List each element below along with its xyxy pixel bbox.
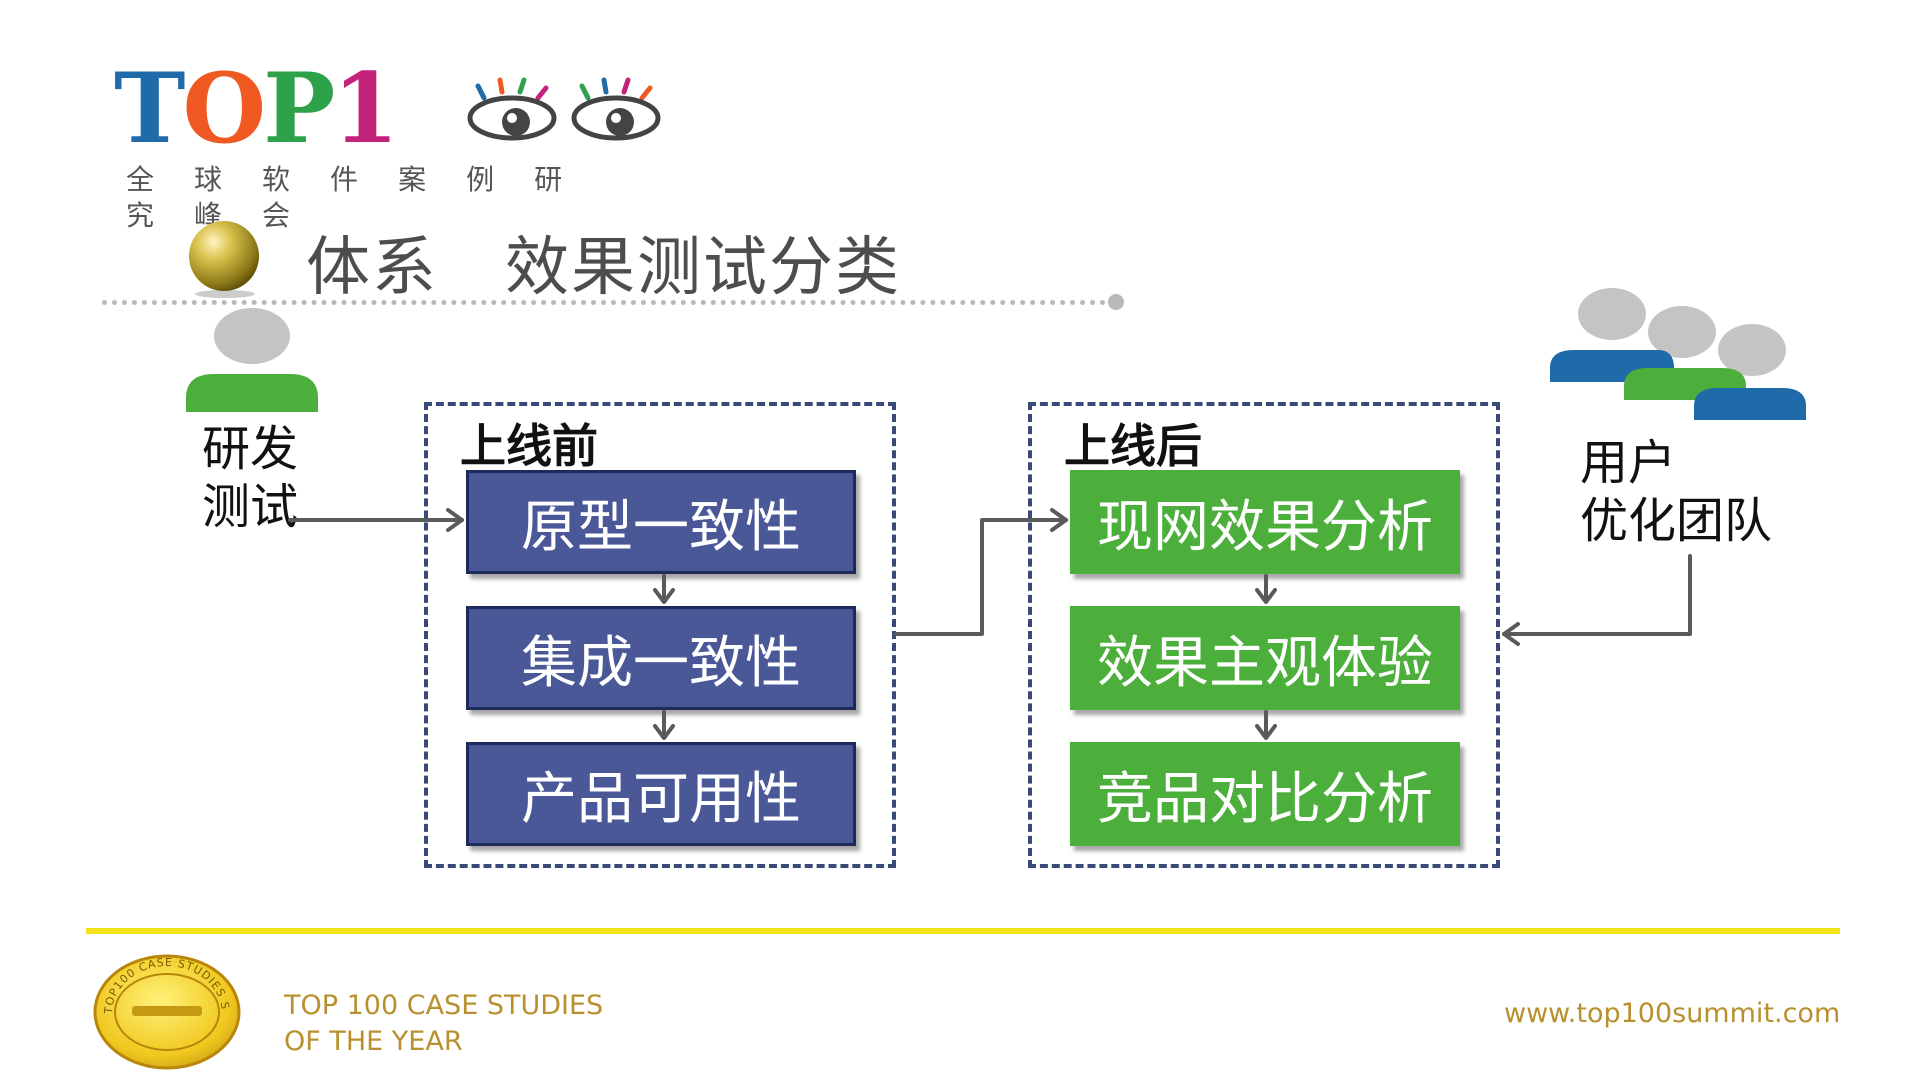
user-team-label-line1: 用户 <box>1580 435 1677 491</box>
user-team-label-line2: 优化团队 <box>1580 493 1773 549</box>
tagline-char: 件 <box>330 163 361 196</box>
arrowhead-post-1 <box>1255 588 1277 604</box>
subjective-experience-box: 效果主观体验 <box>1070 606 1460 710</box>
arrowhead-post-2 <box>1255 724 1277 740</box>
product-usability-box: 产品可用性 <box>466 742 856 846</box>
arrowhead-prelaunch <box>1050 508 1068 532</box>
title-divider <box>102 300 1116 305</box>
competitor-comparison-box: 竞品对比分析 <box>1070 742 1460 846</box>
user-group-icon <box>1550 288 1806 420</box>
top1-logo: T O P 1 <box>114 52 399 165</box>
integration-consistency-box: 集成一致性 <box>466 606 856 710</box>
slide-title: 体系 效果测试分类 <box>306 231 902 305</box>
summit-seal-icon: TOP100 CASE STUDIES SUMMIT <box>92 952 241 1070</box>
logo-letter-o: O <box>182 52 266 165</box>
tagline-char: 软 <box>262 163 293 196</box>
tagline-char: 究 <box>126 199 157 232</box>
arrow-prelaunch-to-postlaunch <box>894 518 1068 636</box>
arrowhead-pre-1 <box>653 588 675 604</box>
post-launch-title: 上线后 <box>1064 419 1202 473</box>
dev-test-label-line2: 测试 <box>202 479 299 535</box>
tagline-char: 全 <box>126 163 157 196</box>
logo-letter-p: P <box>263 52 335 165</box>
live-effect-analysis-box: 现网效果分析 <box>1070 470 1460 574</box>
pre-launch-title: 上线前 <box>460 419 598 473</box>
gold-ball-icon <box>189 221 259 298</box>
pre-launch-panel <box>424 402 896 868</box>
dev-test-label-line1: 研发 <box>202 421 299 477</box>
arrowhead-userteam <box>1502 622 1520 646</box>
tagline-char: 会 <box>262 199 293 232</box>
logo-letter-1: 1 <box>332 52 399 165</box>
user-team-label: 用户 优化团队 <box>1580 434 1772 550</box>
footer-tagline-line2: OF THE YEAR <box>284 1026 463 1057</box>
logo-letter-t: T <box>114 52 185 165</box>
footer-tagline: TOP 100 CASE STUDIES OF THE YEAR <box>284 988 603 1060</box>
dev-test-label: 研发 测试 <box>202 420 298 536</box>
tagline-char: 球 <box>194 163 225 196</box>
footer-divider <box>86 928 1840 934</box>
tagline-char: 例 <box>466 163 497 196</box>
arrowhead-pre-2 <box>653 724 675 740</box>
arrow-userteam-to-postlaunch <box>1502 554 1692 636</box>
tagline-char: 研 <box>534 163 565 196</box>
logo-eyes-icon <box>467 77 661 141</box>
post-launch-panel <box>1028 402 1500 868</box>
arrowhead-devtest <box>446 508 464 532</box>
title-divider-end <box>1108 294 1124 310</box>
prototype-consistency-box: 原型一致性 <box>466 470 856 574</box>
tagline-char: 案 <box>398 163 429 196</box>
developer-person-icon <box>186 308 318 412</box>
footer-url-link[interactable]: www.top100summit.com <box>1504 998 1841 1029</box>
footer-tagline-line1: TOP 100 CASE STUDIES <box>284 990 604 1021</box>
